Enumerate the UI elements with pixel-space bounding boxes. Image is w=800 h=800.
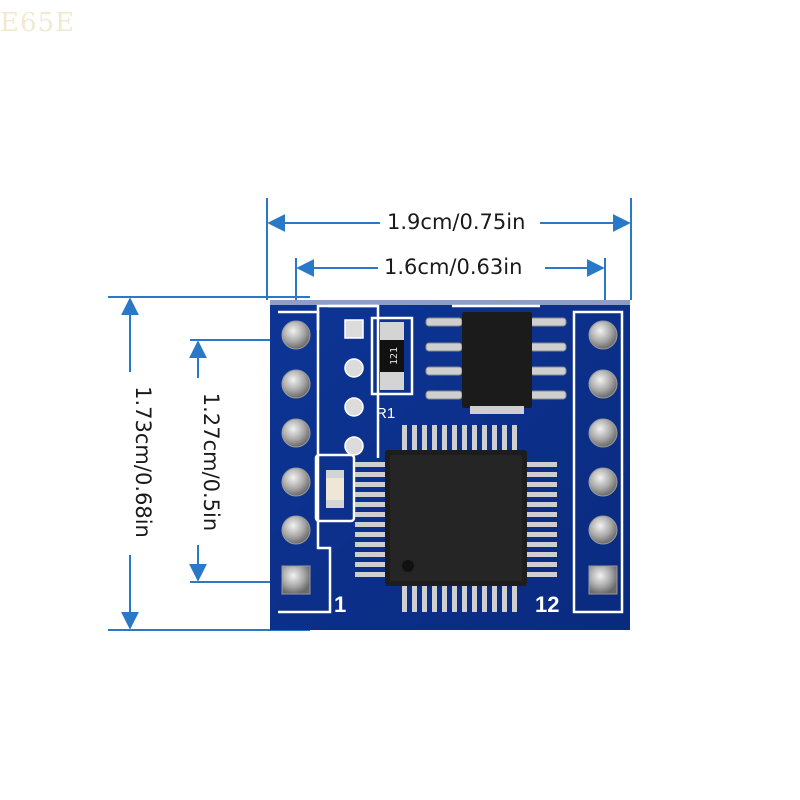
dimension-inner-width: 1.6cm/0.63in bbox=[380, 255, 527, 279]
dimension-outer-height: 1.73cm/0.68in bbox=[130, 382, 155, 542]
right-pin-header bbox=[588, 320, 618, 595]
resistor-label: R1 bbox=[376, 405, 395, 422]
soic8-chip bbox=[425, 312, 567, 414]
pin-label-1: 1 bbox=[334, 592, 346, 617]
pin-label-12: 12 bbox=[535, 592, 559, 617]
left-pin-header bbox=[281, 320, 311, 595]
resistor-r1 bbox=[370, 316, 414, 396]
small-pads bbox=[344, 319, 364, 456]
capacitor bbox=[326, 470, 344, 508]
dimension-outer-width: 1.9cm/0.75in bbox=[383, 210, 530, 234]
watermark-text: E65E bbox=[0, 8, 76, 38]
qfp48-chip bbox=[355, 425, 557, 612]
dimension-inner-height: 1.27cm/0.5in bbox=[199, 388, 224, 536]
resistor-code-label: 121 bbox=[389, 347, 400, 365]
